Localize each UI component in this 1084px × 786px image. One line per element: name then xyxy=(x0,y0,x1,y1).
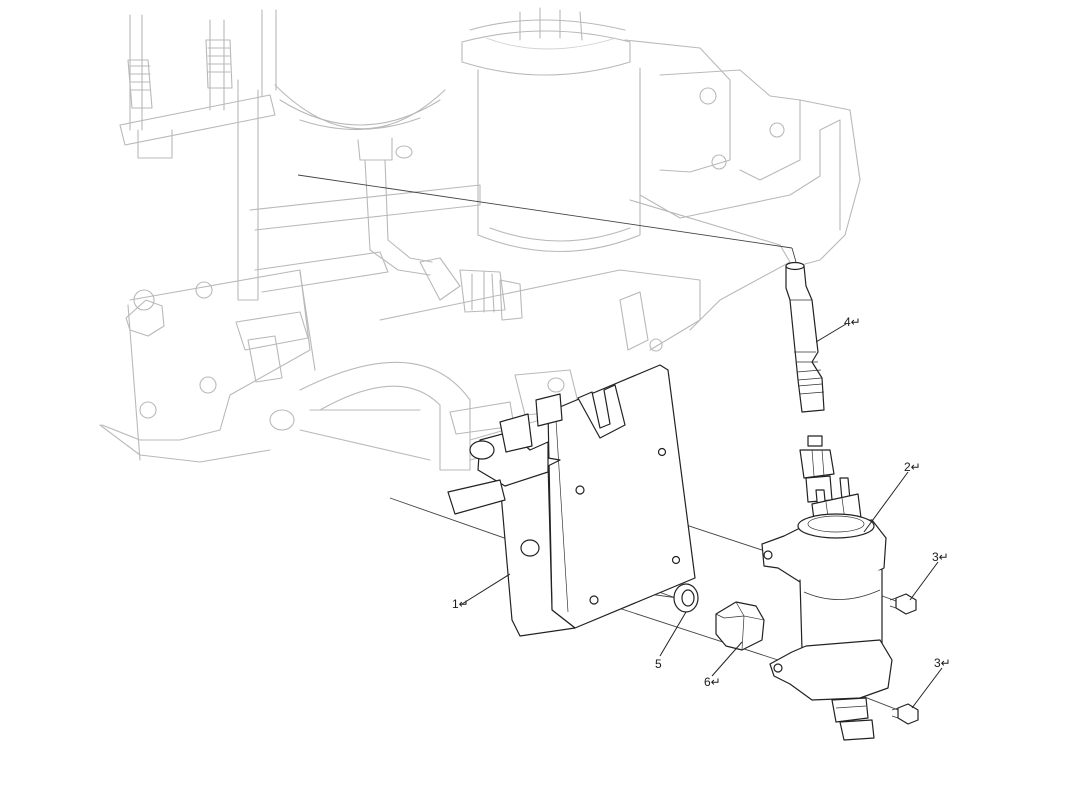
washer-icon xyxy=(673,583,699,613)
callout-labels: 1↵ 2↵ 3↵ 3↵ 4↵ 5 6↵ xyxy=(452,315,951,689)
fuel-pump-icon xyxy=(761,435,893,741)
callout-part-6: 6↵ xyxy=(704,675,721,689)
mounting-bracket-icon xyxy=(447,364,696,637)
background-engine-assembly xyxy=(99,7,861,471)
bolt-lower-icon xyxy=(891,703,919,725)
callout-part-3-lower: 3↵ xyxy=(934,656,951,670)
hex-bolt-icon xyxy=(715,601,765,651)
callout-part-3-upper: 3↵ xyxy=(932,550,949,564)
callout-leaders xyxy=(461,323,943,709)
callout-part-1: 1↵ xyxy=(452,597,469,611)
callout-part-4: 4↵ xyxy=(844,315,861,329)
hose-pipe-icon xyxy=(785,261,825,413)
callout-part-2: 2↵ xyxy=(904,460,921,474)
callout-part-5: 5 xyxy=(655,657,662,671)
